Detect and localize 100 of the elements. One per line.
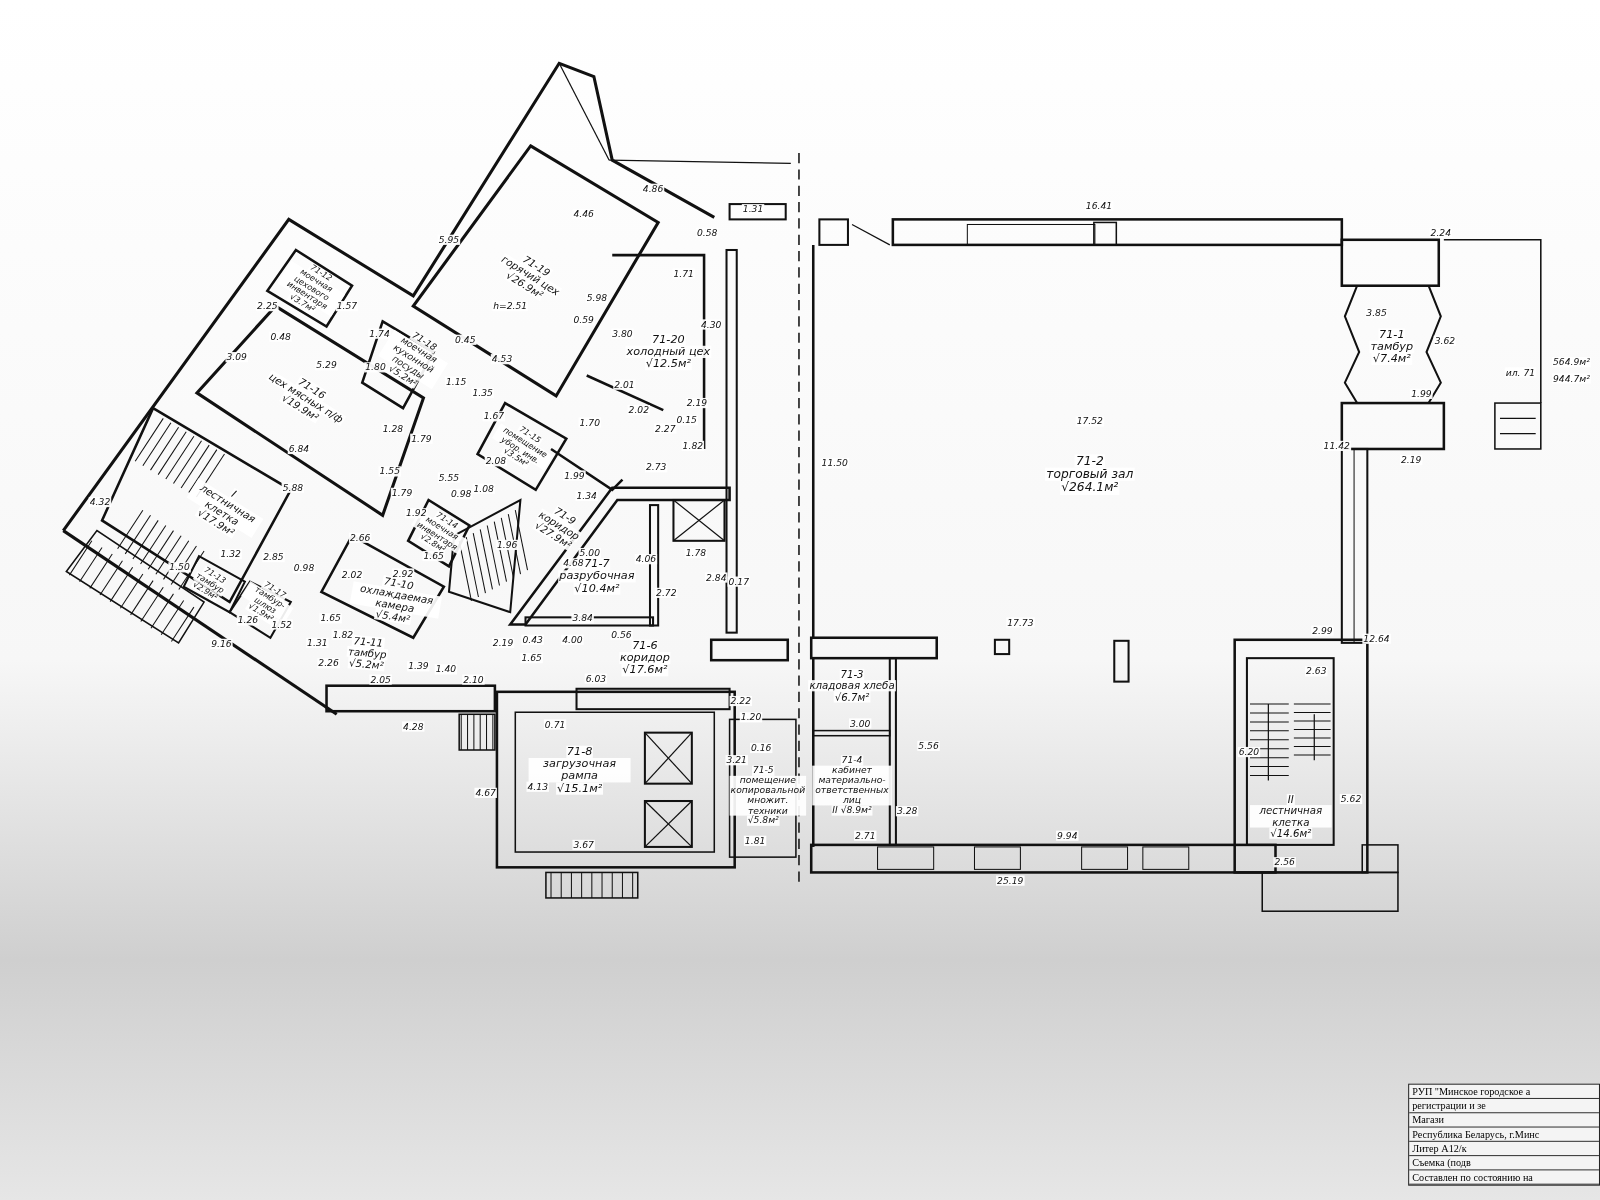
dimension-label: 3.62 xyxy=(1433,335,1457,346)
dimension-label: 11.50 xyxy=(820,458,849,469)
dimension-label: 1.15 xyxy=(444,376,468,387)
room-area: √17.6м² xyxy=(621,664,669,677)
dimension-label: 6.20 xyxy=(1237,746,1261,758)
area-total-label: 944.7м² xyxy=(1551,373,1591,384)
dimension-label: 1.31 xyxy=(741,204,765,215)
dimension-label: 4.53 xyxy=(490,354,514,365)
dimension-label: 1.65 xyxy=(520,653,543,664)
dimension-label: 0.98 xyxy=(292,563,316,574)
room-number: II xyxy=(1286,793,1295,806)
dimension-label: 2.19 xyxy=(491,637,515,648)
dimension-label: 1.96 xyxy=(495,539,519,550)
room-name: торговый зал xyxy=(1045,467,1135,482)
dimension-label: 1.78 xyxy=(684,547,708,559)
dimension-label: 1.71 xyxy=(672,268,695,279)
dimension-label: 2.63 xyxy=(1305,666,1328,677)
dimension-label: 1.65 xyxy=(422,551,445,562)
dimension-label: 2.99 xyxy=(1311,625,1334,636)
room-number: 71-20 xyxy=(651,333,686,346)
dimension-label: 2.92 xyxy=(391,568,415,579)
dimension-label: 2.01 xyxy=(613,379,636,390)
dimension-label: 12.64 xyxy=(1362,633,1391,644)
dimension-label: 0.59 xyxy=(572,315,595,326)
dimension-label: 1.82 xyxy=(681,440,705,451)
dimension-label: 5.88 xyxy=(281,482,305,493)
room-name: кабинет материально-ответственных лиц xyxy=(812,765,892,806)
dimension-label: 2.72 xyxy=(655,587,678,598)
dimension-label: 1.08 xyxy=(472,483,495,494)
dimension-label: 17.73 xyxy=(1006,617,1035,628)
dimension-label: 4.13 xyxy=(526,781,549,792)
dimension-label: 2.22 xyxy=(729,695,753,707)
dimension-label: 5.98 xyxy=(585,292,609,304)
dimension-label: 2.71 xyxy=(854,830,877,841)
dimension-label: 1.55 xyxy=(378,466,402,477)
dimension-label: 2.27 xyxy=(654,423,677,434)
height-note: h=2.51 xyxy=(492,301,529,312)
dimension-label: 4.00 xyxy=(561,634,584,645)
dimension-label: 2.66 xyxy=(348,532,372,543)
dimension-label: 1.67 xyxy=(482,411,506,422)
dimension-label: 1.32 xyxy=(219,549,242,560)
dimension-label: 0.98 xyxy=(449,488,473,499)
dimension-label: 5.00 xyxy=(578,547,602,559)
dimension-label: 5.95 xyxy=(437,234,461,245)
stamp-text: РУП "Минское городское а xyxy=(1409,1084,1599,1099)
dimension-label: 2.24 xyxy=(1429,227,1453,238)
dimension-label: 0.71 xyxy=(543,719,567,730)
room-name: кладовая хлеба xyxy=(808,680,896,692)
dimension-label: 3.84 xyxy=(571,613,594,624)
room-number: 71-3 xyxy=(839,668,865,681)
dimension-label: 4.28 xyxy=(402,721,425,732)
dimension-label: 0.56 xyxy=(610,629,633,640)
dimension-label: 1.34 xyxy=(575,490,598,501)
room-name: лестничная клетка xyxy=(1250,805,1332,828)
dimension-label: 1.57 xyxy=(335,301,359,312)
dimension-label: 1.39 xyxy=(407,661,430,672)
dimension-label: 3.28 xyxy=(895,806,919,817)
dimension-label: 4.30 xyxy=(699,319,723,330)
dimension-label: 4.86 xyxy=(641,183,665,194)
dimension-label: 2.10 xyxy=(462,674,485,685)
dimension-label: 3.21 xyxy=(725,755,748,766)
dimension-label: 2.85 xyxy=(262,552,285,563)
dimension-label: 1.52 xyxy=(270,619,293,630)
dimension-label: 1.79 xyxy=(410,433,433,444)
dimension-label: 1.80 xyxy=(364,362,387,373)
dimension-label: 0.58 xyxy=(695,227,719,238)
dimension-label: 1.92 xyxy=(405,508,428,519)
dimension-label: 1.81 xyxy=(743,835,767,846)
dimension-label: 1.82 xyxy=(331,629,355,640)
dimension-label: 3.85 xyxy=(1365,308,1388,319)
dimension-label: 9.16 xyxy=(210,638,233,649)
room-area: √264.1м² xyxy=(1060,481,1120,495)
room-number: 71-4 xyxy=(840,755,864,766)
area-total-label: ил. 71 xyxy=(1504,367,1537,378)
dimension-label: 6.03 xyxy=(584,673,608,684)
room-number: 71-2 xyxy=(1074,454,1105,468)
room-area: √7.4м² xyxy=(1371,353,1412,366)
room-number: 71-5 xyxy=(751,765,775,776)
room-number: 71-1 xyxy=(1378,328,1406,341)
room-area: II √8.9м² xyxy=(831,805,873,816)
dimension-label: 1.74 xyxy=(368,328,391,339)
dimension-label: 3.09 xyxy=(225,352,248,363)
room-name: коридор xyxy=(618,652,671,665)
dimension-label: 4.06 xyxy=(634,554,658,565)
room-name: тамбур xyxy=(1369,340,1415,354)
room-area: √15.1м² xyxy=(556,782,604,796)
area-total-label: 564.9м² xyxy=(1551,357,1591,368)
dimension-label: 3.80 xyxy=(611,328,634,339)
dimension-label: 6.84 xyxy=(287,443,311,455)
stamp-text: Республика Беларусь, г.Минс xyxy=(1409,1127,1599,1142)
dimension-label: 2.26 xyxy=(317,658,340,669)
room-number: 71-11 xyxy=(352,634,385,649)
dimension-label: 11.42 xyxy=(1322,440,1351,451)
room-name: холодный цех xyxy=(625,345,712,359)
dimension-label: 1.40 xyxy=(434,664,458,675)
dimension-label: 4.67 xyxy=(474,787,497,798)
dimension-label: 2.02 xyxy=(627,405,650,416)
room-name: загрузочная рампа xyxy=(528,758,631,783)
dimension-label: 2.08 xyxy=(484,456,508,467)
dimension-label: 0.17 xyxy=(727,576,750,587)
